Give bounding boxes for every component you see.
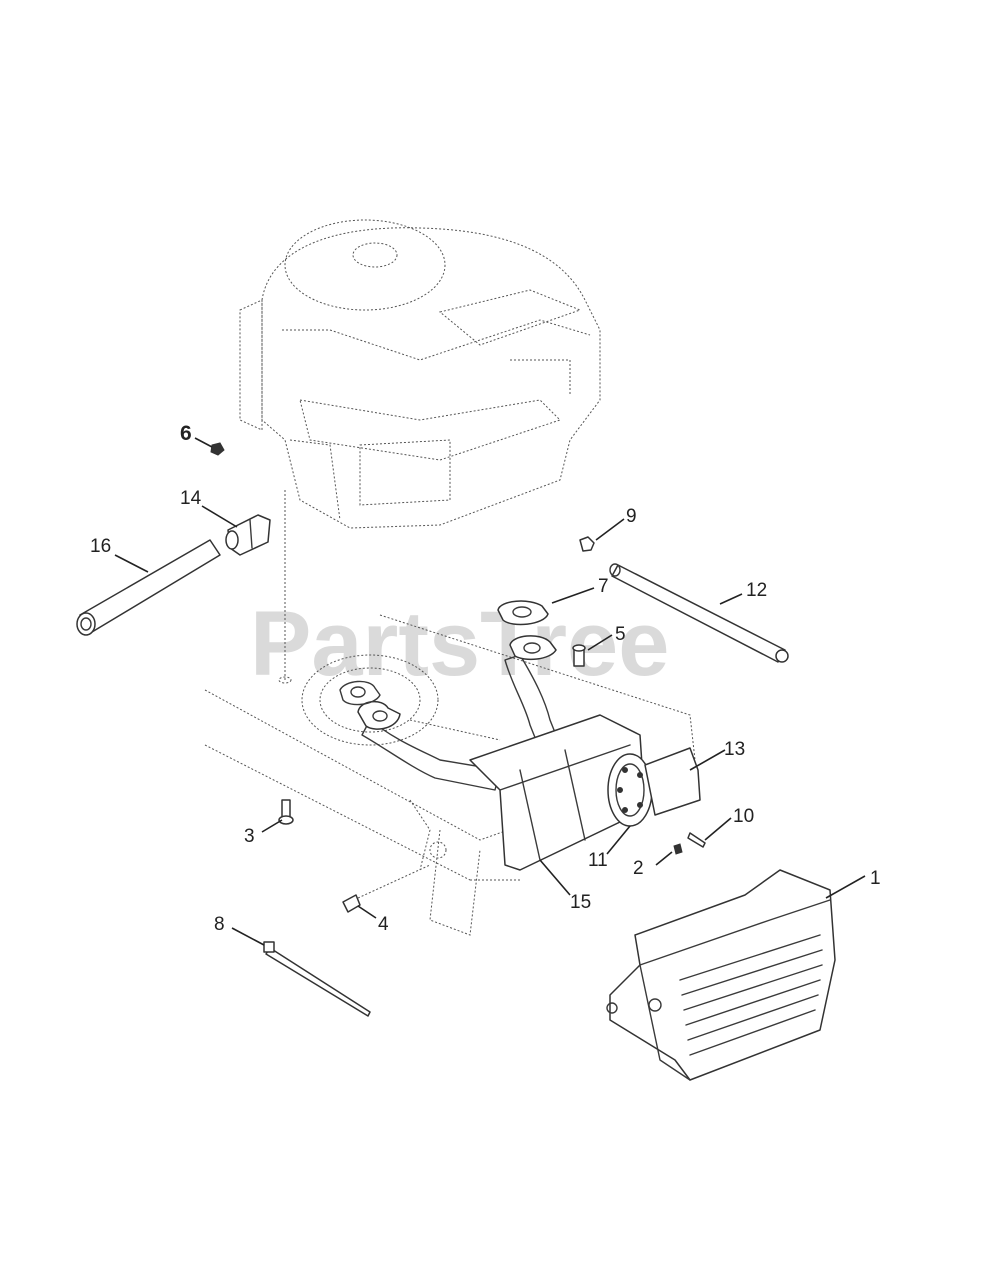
screw-2 bbox=[673, 843, 683, 855]
nut-6 bbox=[210, 442, 225, 456]
callout-5: 5 bbox=[615, 624, 626, 645]
callout-10: 10 bbox=[733, 806, 754, 827]
exhaust-tube bbox=[76, 539, 221, 636]
callout-15: 15 bbox=[570, 892, 591, 913]
engine-mount-hole bbox=[278, 676, 292, 684]
rod bbox=[609, 563, 789, 663]
callout-1: 1 bbox=[870, 868, 881, 889]
pin-10 bbox=[687, 832, 706, 848]
bolt-3 bbox=[278, 799, 294, 825]
pipe-fitting bbox=[225, 514, 271, 556]
callout-4: 4 bbox=[378, 914, 389, 935]
callout-11: 11 bbox=[588, 850, 608, 871]
callout-8: 8 bbox=[214, 914, 225, 935]
heat-shield bbox=[606, 869, 836, 1081]
cable-tie bbox=[263, 941, 371, 1017]
gasket bbox=[497, 600, 549, 626]
bolt-5 bbox=[572, 644, 586, 667]
watermark-text: PartsTree bbox=[250, 593, 669, 695]
callout-6: 6 bbox=[180, 422, 192, 445]
muffler bbox=[469, 714, 646, 871]
engine-outline bbox=[239, 219, 601, 529]
callout-14: 14 bbox=[180, 488, 202, 509]
chassis-frame bbox=[204, 614, 696, 936]
exhaust-pipe-left bbox=[339, 680, 501, 791]
callout-leaders bbox=[114, 437, 866, 946]
callout-7: 7 bbox=[598, 576, 609, 597]
callout-13: 13 bbox=[724, 739, 745, 760]
callout-12: 12 bbox=[746, 580, 767, 601]
bolt-4 bbox=[342, 864, 431, 913]
tail-pipe bbox=[607, 747, 701, 827]
callout-16: 16 bbox=[90, 536, 111, 557]
callout-3: 3 bbox=[244, 826, 255, 847]
callout-9: 9 bbox=[626, 506, 637, 527]
nut-9 bbox=[579, 536, 595, 552]
callout-2: 2 bbox=[633, 858, 644, 879]
